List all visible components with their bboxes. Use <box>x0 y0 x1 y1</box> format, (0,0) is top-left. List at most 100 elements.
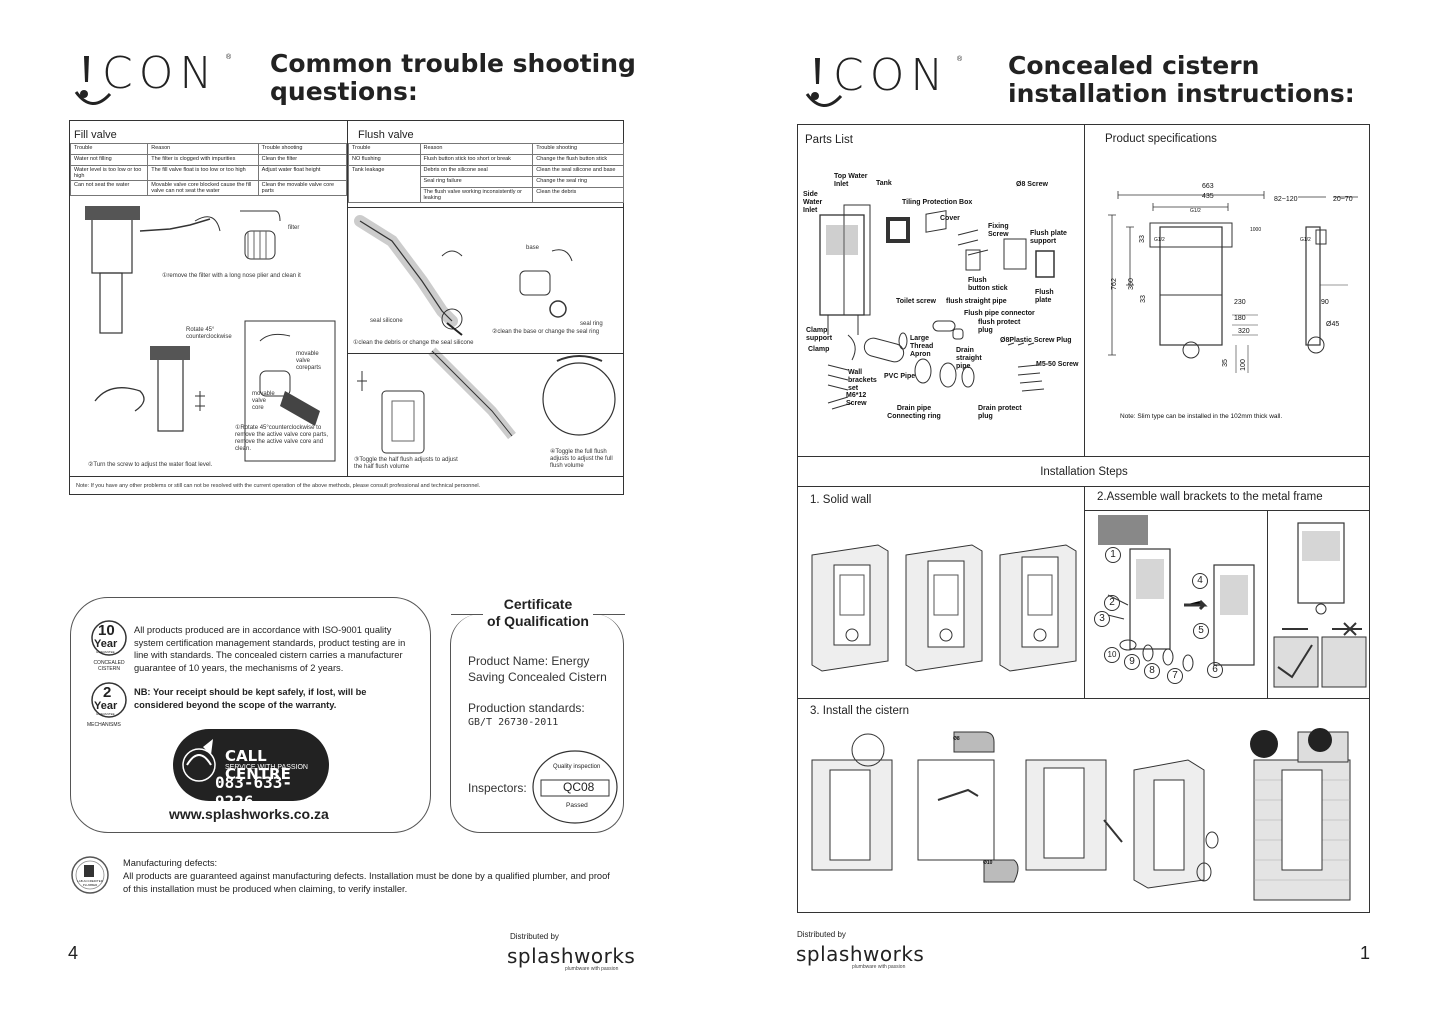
table-row: Can not seat the water Movable valve cor… <box>69 180 348 196</box>
flush-valve-heading: Flush valve <box>358 129 414 141</box>
movable-core-label: movable valve core <box>252 391 275 411</box>
splashworks-sub-left: plumbware with passion <box>565 966 619 972</box>
logo-text: CON <box>833 50 950 101</box>
two-year-label: Year <box>94 700 118 712</box>
call-centre-label: CALL CENTRE <box>225 747 291 783</box>
dim-100: 100 <box>1239 359 1247 371</box>
product-name: Product Name: Energy Saving Concealed Ci… <box>468 654 607 684</box>
flush-step2: ②clean the base or change the seal ring <box>492 329 600 335</box>
table-row: The flush valve working inconsistently o… <box>349 187 624 203</box>
dim-663: 663 <box>1202 183 1214 190</box>
part-drain-straight-pipe: Drain straight pipe <box>956 347 982 370</box>
service-label: SERVICE WITH PASSION <box>225 764 308 771</box>
spec-note: Note: Slim type can be installed in the … <box>1120 413 1283 420</box>
flush-step4: ④Toggle the full flush adjusts to adjust… <box>550 449 613 469</box>
two-label: 2 <box>103 684 112 701</box>
part-drain-pipe-connecting-ring: Drain pipe Connecting ring <box>887 405 941 420</box>
warranty-box: 10 Year GUARANTEE CONCEALED CISTERN 2 Ye… <box>70 597 431 833</box>
dim-320: 320 <box>1238 328 1250 335</box>
concealed-label: CONCEALED CISTERN <box>93 660 125 672</box>
warranty-nb: NB: Your receipt should be kept safely, … <box>134 687 367 710</box>
fill-step1: ①remove the filter with a long nose plie… <box>162 273 301 279</box>
step-num-7: 7 <box>1167 668 1183 684</box>
call-centre-badge: CALL CENTRE SERVICE WITH PASSION 083-633… <box>173 729 329 811</box>
dim-230: 230 <box>1234 299 1246 306</box>
dim-762: 762 <box>1110 278 1118 290</box>
table-row: Tank leakage Debris on the silicone seal… <box>348 165 624 203</box>
part-side-water-inlet: Side Water Inlet <box>803 191 823 214</box>
phone-number[interactable]: 083-633-9226 <box>215 773 293 811</box>
certificate-title: Certificate of Qualification <box>451 596 625 630</box>
page-number-left: 4 <box>68 943 79 963</box>
step2-heading: 2.Assemble wall brackets to the metal fr… <box>1097 491 1323 503</box>
registered-mark: ® <box>226 54 232 61</box>
flush-valve-illustration-icon <box>354 215 616 454</box>
dim-82-120: 82~120 <box>1274 196 1298 203</box>
part-wall-brackets-set: Wall brackets set <box>848 369 877 392</box>
part-8-plastic-screw-plug: Ø8Plastic Screw Plug <box>1000 337 1072 344</box>
dim-90: 90 <box>1321 299 1329 306</box>
seal-silicone-label: seal silicone <box>370 318 403 324</box>
fill-valve-illustration-icon <box>85 206 336 462</box>
left-title: Common trouble shooting questions: <box>270 50 636 106</box>
accredited-plumber-badge-icon <box>71 856 109 894</box>
left-title-line1: Common trouble shooting <box>270 49 636 78</box>
ten-year-badge-icon <box>91 620 127 656</box>
part-flush-plate: Flush plate <box>1035 289 1054 304</box>
splashworks-logo-right: splashworks <box>796 942 925 966</box>
flush-valve-table: Trouble Reason Trouble shooting NO flush… <box>348 143 624 203</box>
filter-label: filter <box>288 225 300 231</box>
step-num-8: 8 <box>1144 663 1160 679</box>
dim-33-b: 33 <box>1139 295 1147 303</box>
icon-logo-mark-icon <box>805 58 843 107</box>
qc-code: QC08 <box>563 780 595 794</box>
page-number-right: 1 <box>1360 943 1371 963</box>
step-num-4: 4 <box>1192 573 1208 589</box>
splashworks-sub-right: plumbware with passion <box>852 964 906 970</box>
part-flush-protect-plug: flush protect plug <box>978 319 1021 334</box>
dim-360: 360 <box>1127 278 1135 290</box>
ten-label: 10 <box>98 622 115 639</box>
assemble-brackets-illustration-icon <box>1098 515 1255 672</box>
part-m5-50-screw: M5-50 Screw <box>1036 361 1079 368</box>
logo-text: CON <box>102 48 219 99</box>
parts-exploded-view-icon <box>819 204 1055 410</box>
standards-label: Production standards: <box>468 701 585 715</box>
passed-label: Passed <box>566 802 588 809</box>
inspection-stamp-icon <box>532 750 618 824</box>
product-specs-heading: Product specifications <box>1105 133 1217 145</box>
table-row: Water level is too low or too high The f… <box>69 165 348 181</box>
rotate-label: Rotate 45° counterclockwise <box>186 327 232 340</box>
flush-valve-section: Flush valve Trouble Reason Trouble shoot… <box>348 121 624 203</box>
right-title-line1: Concealed cistern <box>1008 51 1260 80</box>
right-title: Concealed cistern installation instructi… <box>1008 52 1355 108</box>
splashworks-logo-left: splashworks <box>507 944 636 968</box>
website-link[interactable]: www.splashworks.co.za <box>169 806 329 822</box>
step-num-2: 2 <box>1104 595 1120 611</box>
certificate-title2: of Qualification <box>487 613 589 629</box>
certificate-title1: Certificate <box>503 596 573 612</box>
registered-mark: ® <box>957 56 963 63</box>
install-cistern-illustration-icon <box>811 728 1351 901</box>
left-title-line2: questions: <box>270 77 418 106</box>
flush-step1: ①clean the debris or change the seal sil… <box>353 340 474 346</box>
dim-33-a: 33 <box>1138 235 1146 243</box>
solid-wall-illustration-icon <box>811 544 1077 672</box>
part-tank: Tank <box>876 180 892 187</box>
warranty-text: All products produced are in accordance … <box>134 625 406 673</box>
fill-step1b: ①Rotate 45°counterclockwise to remove th… <box>235 425 329 452</box>
two-year-badge-icon <box>91 682 127 718</box>
part-flush-button-stick: Flush button stick <box>968 277 1008 292</box>
dim-35: 35 <box>1221 359 1229 367</box>
dim-45: Ø45 <box>1326 321 1340 328</box>
part-pvc-pipe: PVC Pipe <box>884 373 916 380</box>
spec-drawing-icon <box>1108 191 1358 373</box>
table-row: Trouble Reason Trouble shooting <box>348 143 624 155</box>
dim-g12-b: G1/2 <box>1154 237 1165 243</box>
step-num-6: 6 <box>1207 662 1223 678</box>
dim-1000: 1000 <box>1250 227 1262 233</box>
part-tiling-protection-box: Tiling Protection Box <box>902 199 973 206</box>
flush-step3: ③Toggle the half flush adjusts to adjust… <box>354 457 458 470</box>
distributed-label-right: Distributed by <box>797 930 846 939</box>
step1-heading: 1. Solid wall <box>810 494 872 506</box>
